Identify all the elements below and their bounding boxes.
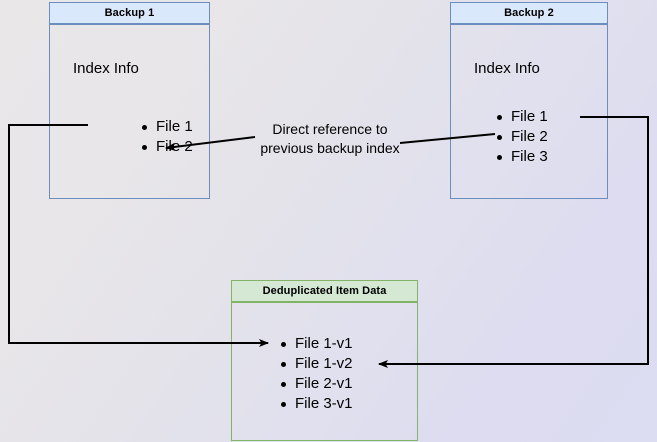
- backup-2-header: Backup 2: [450, 2, 608, 24]
- backup-1-index-info-label: Index Info: [73, 60, 139, 77]
- deduplicated-item-data-header: Deduplicated Item Data: [231, 280, 418, 302]
- backup-1-header: Backup 1: [49, 2, 210, 24]
- list-item: File 2: [497, 127, 548, 147]
- backup-1-body: [49, 24, 210, 199]
- list-item: File 2-v1: [281, 374, 353, 394]
- list-item: File 1-v2: [281, 354, 353, 374]
- deduplicated-item-data-body: [231, 302, 418, 441]
- caption-line-2: previous backup index: [260, 140, 400, 156]
- list-item: File 1: [497, 107, 548, 127]
- list-item: File 2: [142, 137, 193, 157]
- list-item: File 1-v1: [281, 334, 353, 354]
- backup-2-file-list: File 1 File 2 File 3: [497, 107, 548, 167]
- backup-1-box: Backup 1 Index Info File 1 File 2: [49, 2, 210, 199]
- direct-reference-caption: Direct reference to previous backup inde…: [250, 120, 410, 158]
- backup-2-box: Backup 2 Index Info File 1 File 2 File 3: [450, 2, 608, 199]
- list-item: File 3: [497, 147, 548, 167]
- list-item: File 1: [142, 117, 193, 137]
- deduplicated-item-data-box: Deduplicated Item Data File 1-v1 File 1-…: [231, 280, 418, 441]
- deduplicated-item-list: File 1-v1 File 1-v2 File 2-v1 File 3-v1: [281, 334, 353, 414]
- caption-line-1: Direct reference to: [272, 121, 388, 137]
- backup-1-file-list: File 1 File 2: [142, 117, 193, 157]
- list-item: File 3-v1: [281, 394, 353, 414]
- backup-2-index-info-label: Index Info: [474, 60, 540, 77]
